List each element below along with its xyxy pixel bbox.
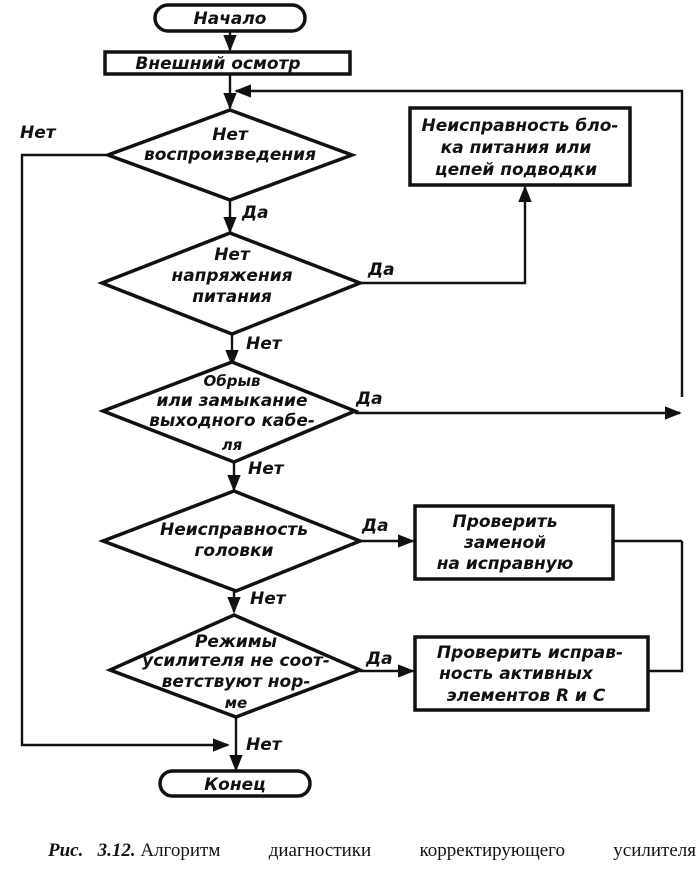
decision5-line4: ме (225, 694, 247, 712)
decision4-line1: Неисправность (160, 520, 308, 540)
check-replace-line1: Проверить (452, 512, 557, 532)
caption-word-2: диагностики (268, 840, 372, 861)
check-active-box: Проверить исправ- ность активных элемент… (413, 635, 650, 712)
caption-word-4: усилителя (613, 840, 696, 861)
label-d1-yes: Да (241, 203, 269, 223)
inspection-label: Внешний осмотр (135, 54, 300, 74)
arrow-d1-no-to-end (20, 153, 230, 752)
decision5-line1: Режимы (195, 632, 277, 652)
decision3-line3: выходного кабе- (149, 411, 315, 431)
decision2-line3: питания (192, 287, 272, 307)
check-replace-box: Проверить заменой на исправную (413, 504, 615, 581)
decision-head-fault: Неисправность головки (98, 489, 365, 593)
caption-word-3: корректирующего (419, 840, 565, 861)
caption-prefix: Рис. (48, 840, 84, 861)
decision5-line3: ветствуют нор- (162, 672, 311, 692)
loop-back-line (234, 84, 684, 397)
check-replace-line2: заменой (463, 533, 546, 553)
caption-number: 3.12. (97, 840, 136, 861)
line-check-active-to-loop (648, 541, 684, 673)
label-d4-yes: Да (361, 516, 389, 536)
label-d1-no: Нет (20, 123, 57, 143)
inspection-box: Внешний осмотр (103, 50, 352, 76)
decision1-line2: воспроизведения (144, 145, 316, 165)
label-d3-no: Нет (248, 459, 285, 479)
caption-label: Рис. 3.12. Алгоритм (48, 840, 220, 862)
power-fault-line3: цепей подводки (435, 160, 597, 180)
figure-caption: Рис. 3.12. Алгоритм диагностики корректи… (48, 840, 696, 862)
decision-cable-break: Обрыв или замыкание выходного кабе- ля (98, 360, 360, 464)
check-active-line2: ность активных (439, 664, 594, 684)
check-active-line1: Проверить исправ- (437, 643, 623, 663)
end-terminal: Конец (158, 769, 312, 798)
power-fault-line1: Неисправность бло- (422, 116, 619, 136)
decision3-line1: Обрыв (203, 372, 260, 390)
decision5-line2: усилителя не соот- (142, 651, 330, 671)
decision1-line1: Нет (212, 125, 249, 145)
start-label: Начало (194, 9, 267, 29)
decision3-line2: или замыкание (156, 391, 307, 411)
end-label: Конец (204, 775, 265, 795)
connectors (20, 31, 684, 772)
power-fault-line2: ка питания или (441, 138, 592, 158)
label-d5-no: Нет (246, 735, 283, 755)
label-d5-yes: Да (365, 649, 393, 669)
decision-no-playback: Нет воспроизведения (102, 108, 358, 202)
decision-amp-modes: Режимы усилителя не соот- ветствуют нор-… (105, 613, 365, 719)
label-d2-no: Нет (246, 334, 283, 354)
decision4-line2: головки (195, 541, 274, 561)
decision2-line2: напряжения (171, 266, 292, 286)
check-replace-line3: на исправную (437, 554, 574, 574)
power-fault-box: Неисправность бло- ка питания или цепей … (408, 106, 632, 187)
label-d3-yes: Да (355, 389, 383, 409)
start-terminal: Начало (153, 3, 307, 33)
decision3-line4: ля (222, 436, 243, 454)
decision2-line1: Нет (214, 245, 251, 265)
arrow-d2-yes-to-power-fault (360, 185, 532, 285)
label-d2-yes: Да (367, 260, 395, 280)
check-active-line3: элементов R и C (447, 686, 606, 706)
edge-labels: Нет Да Да Нет Да Нет Да Нет Да Нет (20, 123, 395, 755)
label-d4-no: Нет (250, 589, 287, 609)
decision-no-power: Нет напряжения питания (97, 231, 365, 336)
caption-word-1: Алгоритм (140, 840, 221, 861)
